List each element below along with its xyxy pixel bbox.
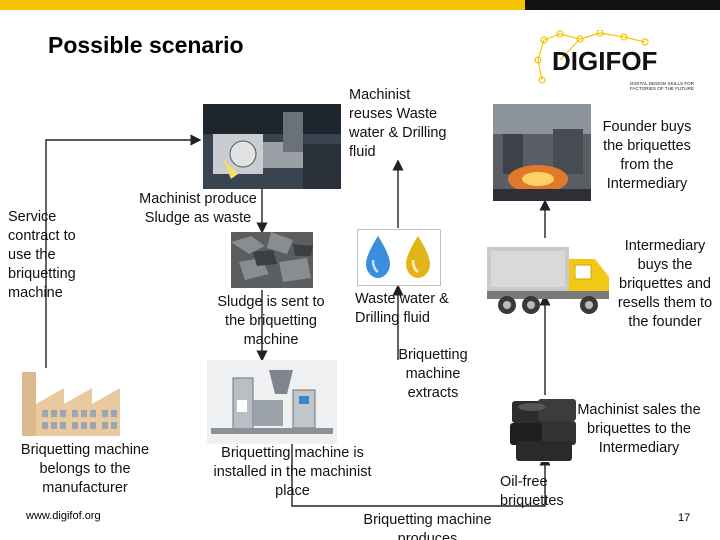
- founder-buys-label: Founder buys the briquettes from the Int…: [596, 118, 698, 194]
- sludge-photo: [231, 232, 313, 288]
- machine-installed-label: Briquetting machine is installed in the …: [200, 444, 385, 501]
- cnc-machine-photo: [203, 104, 341, 189]
- intermediary-buys-label: Intermediary buys the briquettes and res…: [610, 237, 720, 332]
- factory-icon: [18, 368, 130, 436]
- service-contract-label: Service contract to use the briquetting …: [8, 208, 88, 303]
- machinist-sales-label: Machinist sales the briquettes to the In…: [566, 401, 712, 458]
- machine-extracts-label: Briquetting machine extracts: [392, 346, 474, 403]
- water-and-oil-drops-icon: [357, 229, 441, 286]
- machine-belongs-label: Briquetting machine belongs to the manuf…: [10, 441, 160, 498]
- oil-free-label: Oil-free briquettes: [500, 473, 580, 511]
- foundry-photo: [493, 104, 591, 201]
- page-number: 17: [678, 512, 690, 524]
- machine-produces-label: Briquetting machine produces: [350, 511, 505, 540]
- machinist-reuses-label: Machinist reuses Waste water & Drilling …: [349, 86, 457, 162]
- footer-url[interactable]: www.digifof.org: [26, 510, 101, 522]
- sludge-sent-label: Sludge is sent to the briquetting machin…: [208, 293, 334, 350]
- delivery-truck-icon: [487, 245, 612, 320]
- waste-water-label: Waste water & Drilling fluid: [355, 290, 455, 328]
- machinist-produce-label: Machinist produce Sludge as waste: [128, 190, 268, 228]
- briquetting-machine-photo: [207, 360, 337, 444]
